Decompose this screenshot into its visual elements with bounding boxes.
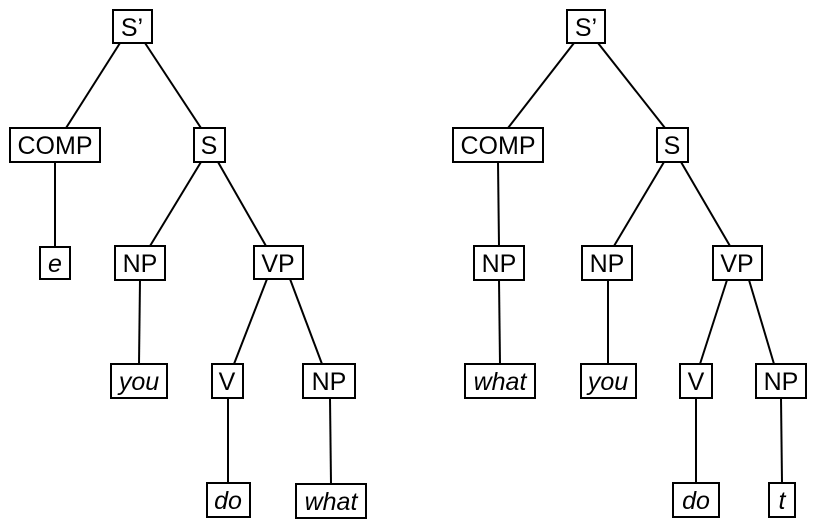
node-label-left-v: V bbox=[219, 368, 236, 396]
node-label-right-v: V bbox=[688, 368, 705, 396]
node-box-left-comp bbox=[9, 127, 101, 163]
node-label-left-what: what bbox=[305, 488, 359, 516]
node-box-left-e bbox=[39, 246, 71, 280]
tree-left-edges bbox=[54, 42, 332, 485]
node-label-right-np-obj: NP bbox=[764, 368, 799, 396]
edge-right-np-t bbox=[780, 397, 783, 484]
node-label-left-np-obj: NP bbox=[312, 368, 347, 396]
tree-left-nodes: S’ COMP S e NP VP you V NP do what bbox=[9, 9, 367, 519]
tree-right-edges bbox=[497, 42, 783, 484]
node-label-right-np-subj: NP bbox=[590, 250, 625, 278]
node-box-left-np-obj bbox=[302, 363, 356, 399]
node-box-right-vp bbox=[712, 245, 763, 281]
node-label-left-e: e bbox=[48, 250, 62, 278]
node-box-right-sbar bbox=[566, 9, 606, 44]
edge-left-sbar-s bbox=[144, 42, 202, 129]
edge-left-vp-v bbox=[233, 278, 268, 365]
edge-right-sbar-s bbox=[597, 42, 666, 129]
node-box-right-comp bbox=[452, 127, 544, 163]
node-box-right-np-obj bbox=[755, 363, 807, 399]
edge-right-sbar-comp bbox=[507, 42, 575, 129]
node-box-left-you bbox=[110, 363, 168, 399]
node-label-left-comp: COMP bbox=[18, 132, 93, 160]
edge-right-np-what bbox=[498, 279, 501, 365]
node-label-left-you: you bbox=[117, 368, 159, 396]
node-label-left-vp: VP bbox=[261, 250, 294, 278]
edge-left-s-np bbox=[149, 161, 202, 247]
node-box-left-v bbox=[211, 363, 244, 399]
node-label-left-sbar: S’ bbox=[121, 14, 143, 42]
node-label-right-what: what bbox=[474, 368, 528, 396]
node-box-right-np-comp bbox=[473, 245, 525, 281]
edge-right-vp-np bbox=[748, 279, 775, 365]
node-box-left-np-subj bbox=[114, 245, 166, 281]
node-label-right-t: t bbox=[779, 487, 787, 515]
node-box-right-do bbox=[672, 482, 720, 518]
node-box-left-vp bbox=[253, 245, 304, 280]
node-label-right-you: you bbox=[586, 368, 628, 396]
edge-left-np-you bbox=[138, 279, 141, 365]
node-box-left-what bbox=[295, 483, 367, 519]
node-label-right-do: do bbox=[682, 487, 710, 515]
node-box-right-t bbox=[768, 482, 796, 518]
node-label-right-comp: COMP bbox=[461, 132, 536, 160]
node-label-right-sbar: S’ bbox=[575, 14, 597, 42]
node-box-left-sbar bbox=[112, 9, 153, 44]
node-label-left-do: do bbox=[214, 487, 242, 515]
node-box-right-np-subj bbox=[581, 245, 633, 281]
node-label-right-vp: VP bbox=[720, 250, 753, 278]
edge-left-np-what bbox=[329, 397, 332, 485]
node-label-left-s: S bbox=[201, 132, 218, 160]
node-box-right-what bbox=[464, 363, 536, 399]
edge-left-sbar-comp bbox=[65, 42, 121, 129]
edge-right-s-np bbox=[613, 161, 665, 247]
edge-left-vp-np bbox=[289, 278, 323, 365]
edge-left-s-vp bbox=[217, 161, 267, 247]
node-box-right-s bbox=[656, 127, 689, 163]
edge-right-s-vp bbox=[680, 161, 731, 247]
node-box-right-v bbox=[679, 363, 713, 399]
node-box-right-you bbox=[580, 363, 637, 399]
tree-right-nodes: S’ COMP S NP NP VP what you V NP do t bbox=[452, 9, 807, 518]
node-box-left-s bbox=[193, 127, 226, 163]
node-label-right-s: S bbox=[664, 132, 681, 160]
node-box-left-do bbox=[206, 482, 251, 518]
node-label-right-np-comp: NP bbox=[482, 250, 517, 278]
node-label-left-np-subj: NP bbox=[123, 250, 158, 278]
edge-right-vp-v bbox=[699, 279, 728, 365]
edge-right-comp-np bbox=[497, 161, 500, 247]
